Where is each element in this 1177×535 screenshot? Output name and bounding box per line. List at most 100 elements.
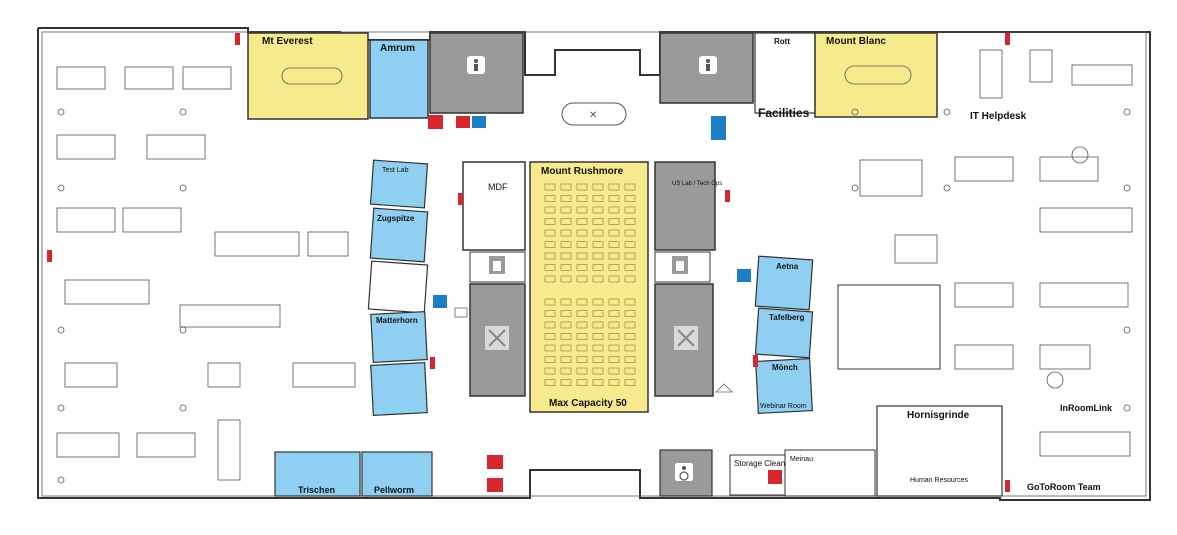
room-zugspitze[interactable]: Zugspitze — [369, 207, 429, 263]
seat — [624, 195, 636, 202]
room-us-lab[interactable]: US Lab / Tech Ops — [654, 161, 722, 251]
room-aetna[interactable]: Aetna — [754, 255, 814, 311]
seat — [560, 344, 572, 352]
seat — [560, 333, 572, 340]
seat — [608, 206, 620, 214]
seat — [576, 195, 588, 202]
room-rott[interactable]: Rott — [754, 32, 816, 114]
seat — [544, 298, 556, 306]
seat — [624, 333, 636, 340]
seat — [592, 229, 604, 237]
seat — [592, 356, 604, 363]
seat — [544, 252, 556, 260]
room-unnamed-blue-west[interactable] — [370, 361, 428, 417]
room-test-lab[interactable]: Test Lab — [369, 159, 429, 209]
room-label-hornisgrinde: Hornisgrinde — [907, 410, 970, 421]
restroom-east — [659, 32, 754, 104]
elevator-west — [469, 251, 526, 283]
fire-extinguisher-icon — [47, 250, 52, 262]
room-label-human-resources: Human Resources — [910, 477, 968, 484]
seat — [544, 275, 556, 283]
seat — [544, 195, 556, 202]
seat — [544, 367, 556, 375]
fire-extinguisher-icon — [1005, 33, 1010, 45]
label-in-room-link: InRoomLink — [1060, 403, 1113, 413]
room-unnamed-west[interactable] — [367, 260, 429, 314]
room-matterhorn[interactable]: Matterhorn — [370, 310, 428, 364]
room-mdf[interactable]: MDF — [462, 161, 526, 251]
room-label-mount-rushmore: Mount Rushmore — [541, 166, 624, 177]
seat — [560, 229, 572, 237]
seat — [560, 241, 572, 248]
seat — [592, 195, 604, 202]
seat — [576, 218, 588, 225]
seat — [560, 264, 572, 271]
seat — [544, 241, 556, 248]
restroom-west — [429, 32, 524, 114]
kitchen-icon: ✕ — [589, 110, 597, 121]
seat — [592, 344, 604, 352]
seat — [608, 195, 620, 202]
safety-signs — [428, 115, 782, 492]
seat — [624, 264, 636, 271]
room-amrum[interactable]: Amrum — [369, 39, 429, 119]
seat — [544, 344, 556, 352]
fire-extinguisher-icon — [430, 357, 435, 369]
seat — [624, 218, 636, 225]
room-label-tafelberg: Tafelberg — [769, 313, 805, 322]
room-label-webinar-room: Webinar Room — [760, 403, 807, 410]
room-mt-everest[interactable]: Mt Everest — [247, 32, 369, 120]
room-mount-blanc[interactable]: Mount Blanc — [814, 32, 938, 118]
seat — [544, 379, 556, 386]
seat — [624, 298, 636, 306]
room-label-us-lab: US Lab / Tech Ops — [672, 181, 722, 187]
round-seating — [57, 108, 1131, 484]
room-label-max-capacity: Max Capacity 50 — [549, 398, 627, 409]
fire-extinguishers — [47, 33, 1010, 492]
first-aid-icon — [487, 455, 503, 469]
seat — [576, 344, 588, 352]
seat — [544, 218, 556, 225]
room-label-mount-blanc: Mount Blanc — [826, 36, 886, 47]
seat — [592, 333, 604, 340]
seat — [560, 321, 572, 329]
fire-extinguisher-icon — [235, 33, 240, 45]
room-monch[interactable]: Mönch Webinar Room — [755, 357, 813, 415]
stairwell-west — [469, 283, 526, 397]
room-label-pellworm: Pellworm — [374, 485, 414, 495]
seat — [576, 367, 588, 375]
seat — [592, 264, 604, 271]
seat — [576, 333, 588, 340]
seat — [544, 356, 556, 363]
seat — [544, 310, 556, 317]
emergency-exit-icon — [711, 116, 726, 128]
seat — [560, 252, 572, 260]
room-meinau[interactable]: Meinau — [784, 449, 876, 497]
seat — [608, 344, 620, 352]
room-pellworm[interactable]: Pellworm — [361, 451, 433, 497]
room-trischen[interactable]: Trischen — [274, 451, 361, 497]
seat — [544, 321, 556, 329]
seat — [608, 356, 620, 363]
seat — [624, 275, 636, 283]
seat — [624, 344, 636, 352]
seat — [592, 241, 604, 248]
coat-hanger-icon — [715, 383, 733, 393]
seat — [592, 275, 604, 283]
room-mount-rushmore[interactable]: Mount Rushmore Max Capacity 50 — [529, 161, 649, 413]
seat — [560, 275, 572, 283]
room-label-amrum: Amrum — [380, 43, 415, 54]
seat — [592, 321, 604, 329]
room-label-mt-everest: Mt Everest — [262, 36, 313, 47]
seat — [560, 195, 572, 202]
room-tafelberg[interactable]: Tafelberg — [754, 307, 814, 359]
room-label-meinau: Meinau — [790, 456, 813, 463]
seat — [576, 206, 588, 214]
first-aid-icon — [768, 470, 782, 484]
room-hornisgrinde[interactable]: Hornisgrinde Human Resources — [876, 405, 1003, 497]
seat — [608, 333, 620, 340]
emergency-exit-icon — [433, 295, 447, 308]
first-aid-icon — [456, 116, 470, 128]
room-label-storage-cleaning: Storage Cleaning — [734, 459, 796, 468]
